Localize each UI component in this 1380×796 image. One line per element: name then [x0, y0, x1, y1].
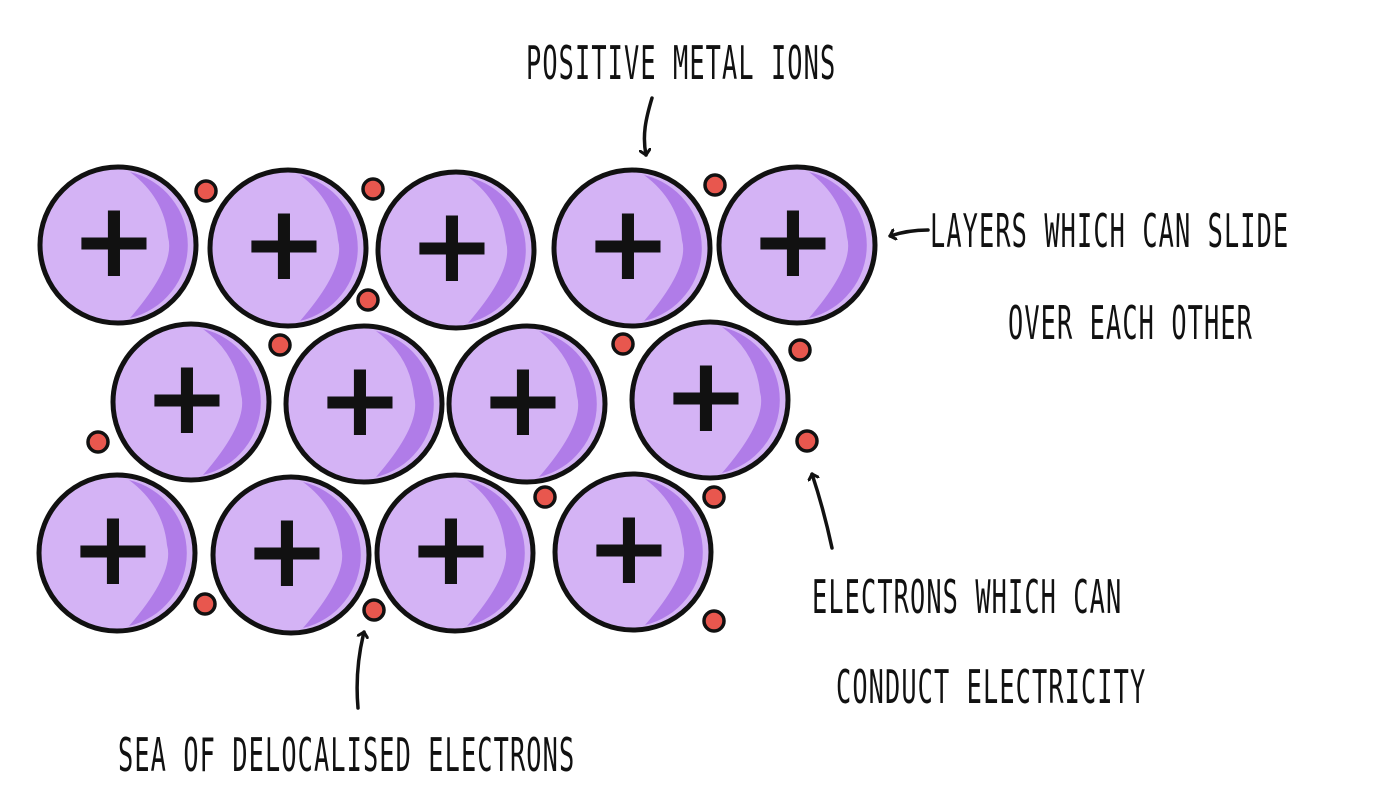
- metal-ion: +: [283, 323, 445, 485]
- positive-ions-label: POSITIVE METAL IONS: [526, 36, 837, 90]
- layers-label-line2: OVER EACH OTHER: [1008, 296, 1253, 350]
- arrow-to-layer: [888, 228, 930, 236]
- metal-ion: +: [36, 472, 198, 634]
- arrow-to-mobile-electron: [812, 472, 834, 550]
- electron: [193, 592, 217, 616]
- plus-sign: +: [749, 179, 836, 301]
- plus-sign: +: [316, 338, 403, 460]
- arrow-to-ion: [644, 96, 654, 157]
- plus-sign: +: [662, 334, 749, 456]
- layers-label-line1: LAYERS WHICH CAN SLIDE: [930, 204, 1290, 258]
- electron: [362, 598, 386, 622]
- electron: [788, 338, 812, 362]
- metal-ion: +: [375, 169, 537, 331]
- metal-ion: +: [446, 323, 608, 485]
- arrow-to-sea-electron: [355, 630, 364, 710]
- electron: [356, 288, 380, 312]
- plus-sign: +: [585, 486, 672, 608]
- electron: [268, 333, 292, 357]
- metal-ion: +: [37, 164, 199, 326]
- plus-sign: +: [143, 336, 230, 458]
- plus-sign: +: [407, 487, 494, 609]
- metal-ion: +: [551, 167, 713, 329]
- plus-sign: +: [240, 182, 327, 304]
- plus-sign: +: [69, 487, 156, 609]
- electrons-label-line1: ELECTRONS WHICH CAN: [812, 570, 1123, 624]
- electron: [533, 485, 557, 509]
- metal-ion: +: [210, 474, 372, 636]
- metal-ion: +: [207, 167, 369, 329]
- plus-sign: +: [70, 179, 157, 301]
- electron: [795, 429, 819, 453]
- electron: [86, 430, 110, 454]
- plus-sign: +: [408, 184, 495, 306]
- metal-ion: +: [629, 319, 791, 481]
- plus-sign: +: [243, 489, 330, 611]
- sea-label: SEA OF DELOCALISED ELECTRONS: [118, 728, 576, 782]
- electrons-label-line2: CONDUCT ELECTRICITY: [836, 660, 1147, 714]
- plus-sign: +: [584, 182, 671, 304]
- metal-ion: +: [552, 471, 714, 633]
- electron: [361, 177, 385, 201]
- electron: [611, 332, 635, 356]
- electron: [703, 173, 727, 197]
- electron: [702, 609, 726, 633]
- metal-ion: +: [716, 164, 878, 326]
- plus-sign: +: [479, 338, 566, 460]
- metal-ion: +: [374, 472, 536, 634]
- metal-ion: +: [110, 321, 272, 483]
- electron: [702, 485, 726, 509]
- electron: [194, 179, 218, 203]
